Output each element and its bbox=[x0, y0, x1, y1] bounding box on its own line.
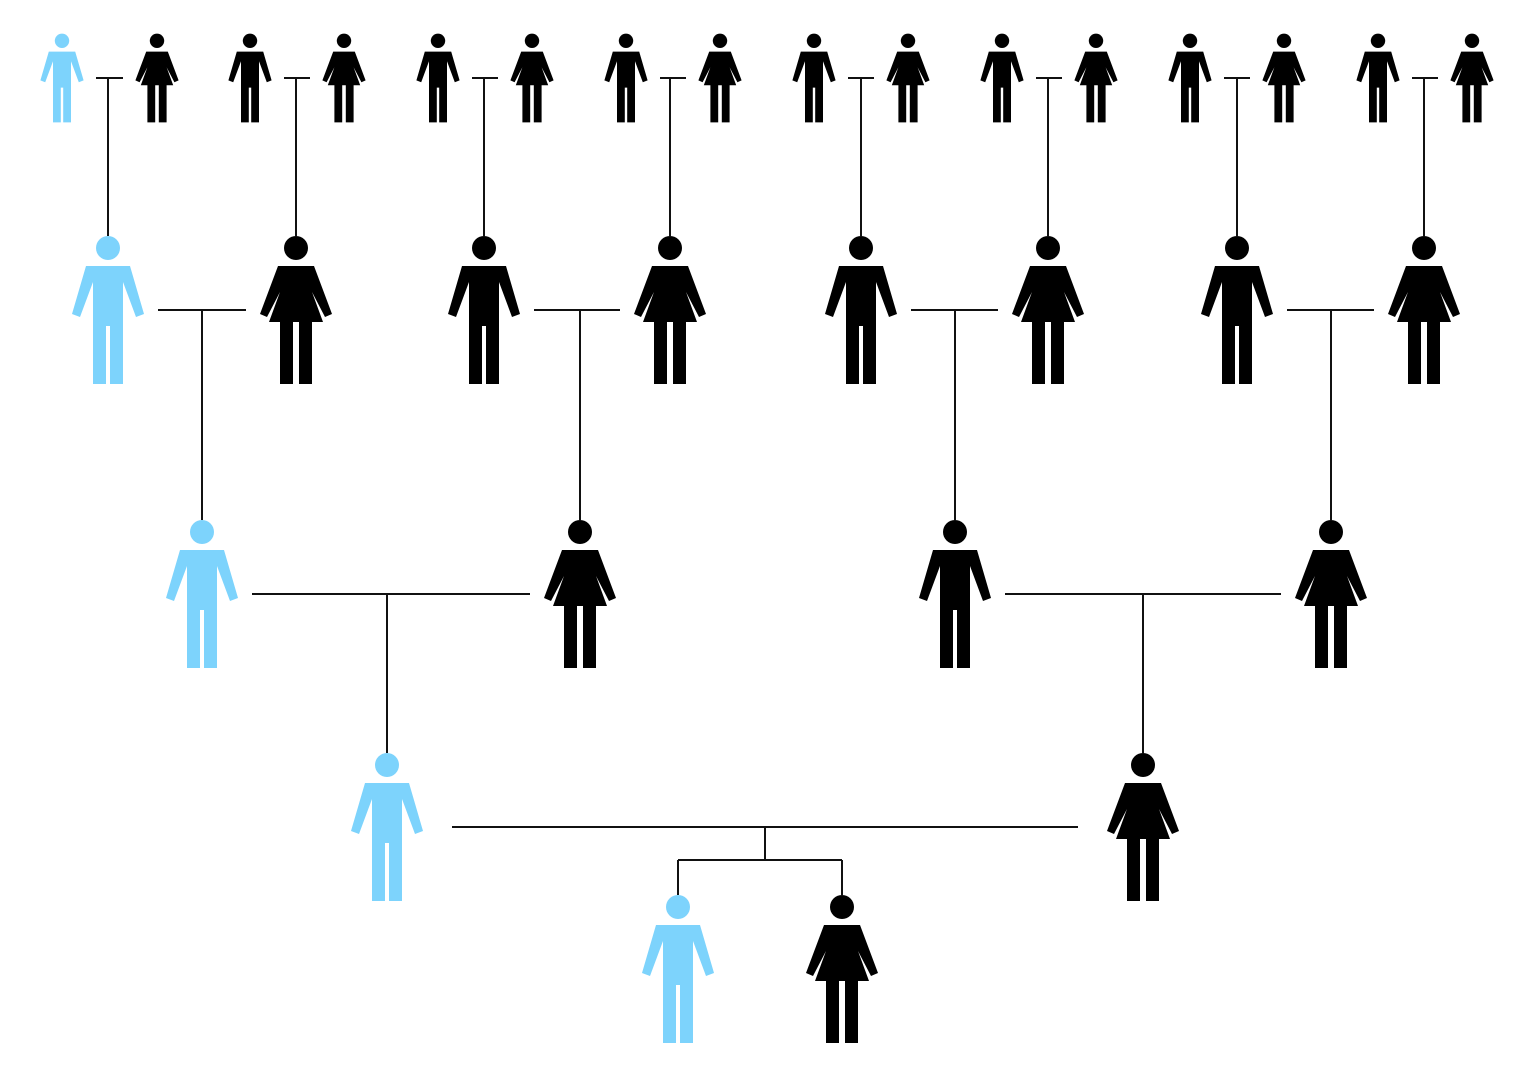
person-head bbox=[375, 753, 399, 777]
person-head bbox=[524, 33, 540, 48]
person-head bbox=[900, 33, 916, 48]
female-person-icon bbox=[634, 236, 706, 384]
male-person-icon bbox=[448, 236, 520, 384]
person-head bbox=[1088, 33, 1104, 48]
person-body bbox=[604, 51, 648, 123]
person-head bbox=[849, 236, 873, 260]
person-head bbox=[430, 33, 446, 48]
person-head bbox=[1225, 236, 1249, 260]
person-body bbox=[980, 51, 1024, 123]
female-person-icon bbox=[1262, 33, 1306, 123]
person-head bbox=[568, 520, 592, 544]
person-head bbox=[806, 33, 822, 48]
female-person-icon bbox=[510, 33, 554, 123]
person-head bbox=[943, 520, 967, 544]
female-person-icon bbox=[135, 33, 179, 123]
person-body bbox=[322, 51, 366, 123]
person-head bbox=[284, 236, 308, 260]
male-person-icon bbox=[228, 33, 272, 123]
female-person-icon bbox=[260, 236, 332, 384]
male-person-icon bbox=[792, 33, 836, 123]
person-body bbox=[792, 51, 836, 123]
person-body bbox=[825, 266, 897, 384]
person-body bbox=[1295, 550, 1367, 668]
person-body bbox=[72, 266, 144, 384]
person-head bbox=[618, 33, 634, 48]
male-person-icon bbox=[1201, 236, 1273, 384]
person-body bbox=[228, 51, 272, 123]
person-body bbox=[544, 550, 616, 668]
female-person-icon bbox=[806, 895, 878, 1043]
connector-lines bbox=[96, 77, 1438, 895]
person-body bbox=[416, 51, 460, 123]
person-body bbox=[1012, 266, 1084, 384]
person-body bbox=[1074, 51, 1118, 123]
person-head bbox=[1131, 753, 1155, 777]
female-person-icon bbox=[322, 33, 366, 123]
female-person-icon bbox=[1107, 753, 1179, 901]
person-body bbox=[1356, 51, 1400, 123]
person-body bbox=[1450, 51, 1494, 123]
person-body bbox=[1262, 51, 1306, 123]
person-head bbox=[1182, 33, 1198, 48]
person-body bbox=[260, 266, 332, 384]
person-head bbox=[1412, 236, 1436, 260]
male-person-icon bbox=[351, 753, 423, 901]
female-person-icon bbox=[1012, 236, 1084, 384]
female-person-icon bbox=[1074, 33, 1118, 123]
person-head bbox=[336, 33, 352, 48]
person-body bbox=[1201, 266, 1273, 384]
person-body bbox=[886, 51, 930, 123]
female-person-icon bbox=[1295, 520, 1367, 668]
person-body bbox=[642, 925, 714, 1043]
female-person-icon bbox=[1388, 236, 1460, 384]
person-body bbox=[919, 550, 991, 668]
male-person-icon bbox=[919, 520, 991, 668]
person-head bbox=[242, 33, 258, 48]
male-person-icon bbox=[980, 33, 1024, 123]
family-members bbox=[40, 33, 1494, 1043]
male-person-icon bbox=[604, 33, 648, 123]
person-body bbox=[806, 925, 878, 1043]
female-person-icon bbox=[544, 520, 616, 668]
person-head bbox=[712, 33, 728, 48]
person-head bbox=[190, 520, 214, 544]
person-head bbox=[1319, 520, 1343, 544]
female-person-icon bbox=[698, 33, 742, 123]
person-body bbox=[1388, 266, 1460, 384]
person-body bbox=[40, 51, 84, 123]
male-person-icon bbox=[1168, 33, 1212, 123]
person-head bbox=[1036, 236, 1060, 260]
male-person-icon bbox=[166, 520, 238, 668]
person-head bbox=[830, 895, 854, 919]
male-person-icon bbox=[642, 895, 714, 1043]
person-head bbox=[1370, 33, 1386, 48]
person-body bbox=[1107, 783, 1179, 901]
male-person-icon bbox=[72, 236, 144, 384]
person-head bbox=[472, 236, 496, 260]
female-person-icon bbox=[886, 33, 930, 123]
person-body bbox=[510, 51, 554, 123]
person-head bbox=[666, 895, 690, 919]
person-body bbox=[351, 783, 423, 901]
person-head bbox=[149, 33, 165, 48]
person-body bbox=[1168, 51, 1212, 123]
male-person-icon bbox=[1356, 33, 1400, 123]
male-person-icon bbox=[825, 236, 897, 384]
person-body bbox=[634, 266, 706, 384]
female-person-icon bbox=[1450, 33, 1494, 123]
male-person-icon bbox=[416, 33, 460, 123]
person-head bbox=[994, 33, 1010, 48]
person-head bbox=[1464, 33, 1480, 48]
person-body bbox=[135, 51, 179, 123]
person-head bbox=[54, 33, 70, 48]
person-body bbox=[448, 266, 520, 384]
person-head bbox=[658, 236, 682, 260]
male-person-icon bbox=[40, 33, 84, 123]
person-head bbox=[96, 236, 120, 260]
person-body bbox=[698, 51, 742, 123]
person-body bbox=[166, 550, 238, 668]
person-head bbox=[1276, 33, 1292, 48]
